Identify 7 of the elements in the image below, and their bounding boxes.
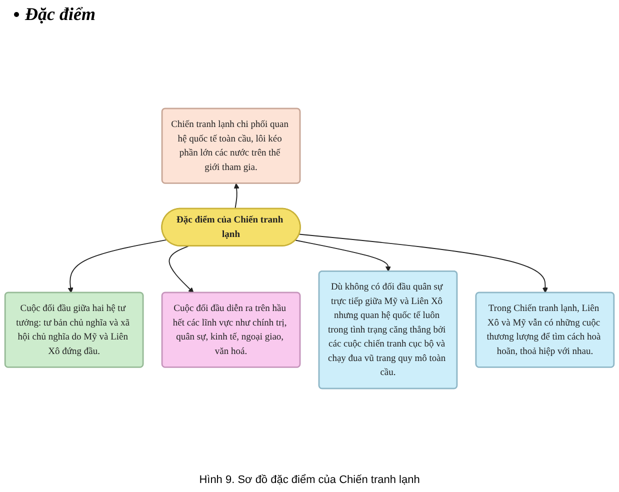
arrow [295,240,391,272]
figure-caption: Hình 9. Sơ đồ đặc điểm của Chiến tranh lạnh [198,474,421,486]
arrow [168,246,194,294]
arrow [68,239,168,294]
section-heading: Đặc điểm [25,4,96,25]
arrow [298,234,548,294]
arrow [234,183,240,210]
